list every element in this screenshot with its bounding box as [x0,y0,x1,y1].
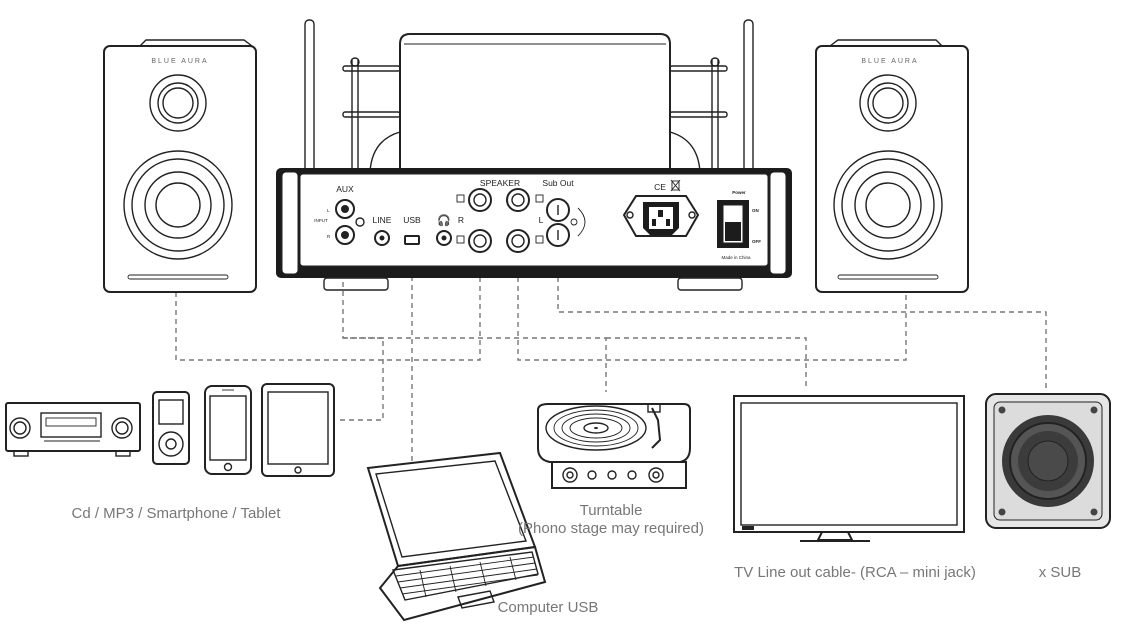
right-tweeter-icon [859,74,917,132]
ce-mark: CE [654,182,666,192]
line-label: LINE [373,215,392,225]
power-switch[interactable] [717,200,749,248]
right-speaker-brand: BLUE AURA [861,58,918,65]
left-woofer-icon [123,150,233,260]
laptop-icon [366,451,547,622]
mp3-player-icon [152,391,190,465]
amp-rear-panel [299,173,769,267]
speaker-l-minus-terminal[interactable] [506,229,530,253]
input-label: INPUT [314,218,328,223]
tv-caption: TV Line out cable- (RCA – mini jack) [734,564,976,581]
turntable-icon [537,403,691,489]
speaker-r-plus-terminal[interactable] [468,188,492,212]
speaker-l-plus-terminal[interactable] [506,188,530,212]
line-in-jack[interactable] [374,230,390,246]
tv-icon [733,395,965,542]
left-tweeter-icon [149,74,207,132]
aux-l-label: L [327,208,330,213]
connection-cables [175,250,1047,465]
sub-out-jack-upper[interactable] [546,198,570,222]
power-label: Power [732,190,746,195]
plus-icon [456,194,465,203]
sources-caption: Cd / MP3 / Smartphone / Tablet [72,505,282,522]
av-receiver-icon [5,402,141,457]
right-woofer-icon [833,150,943,260]
left-speaker-cable [175,268,481,361]
aux-to-tv-cable [606,337,807,390]
turntable-caption-line2: (Phono stage may required) [518,520,704,537]
left-speaker-brand: BLUE AURA [151,58,208,65]
aux-r-jack[interactable] [335,225,355,245]
weee-bin-icon [670,179,681,192]
right-antenna-icon [743,19,754,181]
sub-out-cable [557,250,1047,388]
minus-icon [535,235,544,244]
plus-icon [535,194,544,203]
usb-port[interactable] [404,235,420,245]
subwoofer-icon [985,393,1111,529]
sub-caption: x SUB [1039,564,1082,581]
speaker-l-label: L [539,215,544,225]
turntable-caption-line1: Turntable [580,502,643,519]
off-label: OFF [752,239,761,244]
tube-cage [399,33,671,172]
aux-to-turntable-cable [343,337,607,392]
computer-caption: Computer USB [498,599,599,616]
left-speaker: BLUE AURA [103,39,257,293]
usb-label: USB [403,215,421,225]
left-antenna-icon [304,19,315,181]
ground-screw-icon [355,217,365,227]
sub-out-jack-lower[interactable] [546,223,570,247]
aux-label: AUX [336,184,354,194]
smartphone-icon [204,385,252,475]
headphone-icon: 🎧 [437,214,451,227]
right-speaker-cable [517,268,907,361]
amplifier: AUX INPUT L R LINE USB 🎧 SPEAKER R [276,19,792,291]
headphone-jack[interactable] [436,230,452,246]
minus-icon [456,235,465,244]
power-inlet[interactable] [622,195,700,237]
aux-l-jack[interactable] [335,199,355,219]
on-label: ON [752,208,759,213]
sub-out-label: Sub Out [542,178,574,188]
speaker-label: SPEAKER [480,178,520,188]
tube-posts [342,57,728,173]
right-speaker: BLUE AURA [815,39,969,293]
made-in-label: Made in China [721,255,751,260]
speaker-r-minus-terminal[interactable] [468,229,492,253]
speaker-r-label: R [458,215,464,225]
aux-to-sources-cable [340,255,384,421]
aux-r-label: R [327,234,331,239]
tablet-icon [261,383,335,477]
